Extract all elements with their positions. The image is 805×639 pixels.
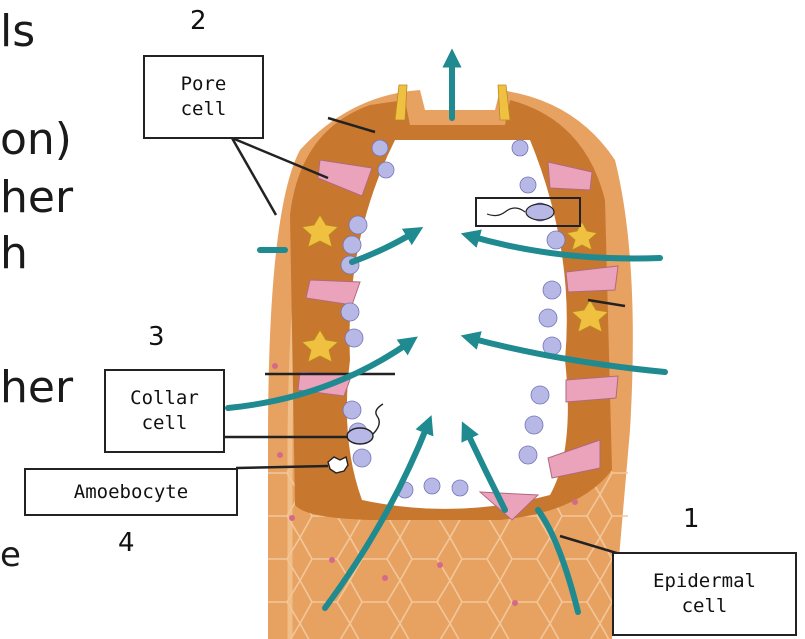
- pore-cell-label-line2: cell: [181, 97, 227, 122]
- epidermal-cell-label-line1: Epidermal: [653, 569, 756, 594]
- amoebocyte-label-text: Amoebocyte: [74, 480, 188, 505]
- bg-text-fragment-2: on): [0, 118, 72, 162]
- bg-text-fragment-1: ls: [0, 10, 35, 54]
- bg-text-fragment-3: her: [0, 176, 73, 220]
- epidermal-cell-label-line2: cell: [682, 594, 728, 619]
- bg-text-fragment-6: e: [0, 538, 21, 572]
- collar-cell-label-line1: Collar: [130, 386, 199, 411]
- pore-cell-label: Pore cell: [143, 55, 264, 139]
- amoebocyte-label: Amoebocyte: [24, 468, 238, 516]
- bg-text-fragment-5: her: [0, 366, 73, 410]
- collar-cell-label-line2: cell: [142, 411, 188, 436]
- bg-text-fragment-4: h: [0, 232, 28, 276]
- collar-cell-label: Collar cell: [104, 369, 225, 453]
- label-number-2: 2: [190, 8, 207, 34]
- label-number-4: 4: [118, 530, 135, 556]
- pore-cell-label-line1: Pore: [181, 72, 227, 97]
- label-number-3: 3: [148, 324, 165, 350]
- epidermal-cell-label: Epidermal cell: [612, 552, 797, 636]
- collar-cell-detail: [347, 428, 373, 444]
- label-number-1: 1: [683, 506, 700, 532]
